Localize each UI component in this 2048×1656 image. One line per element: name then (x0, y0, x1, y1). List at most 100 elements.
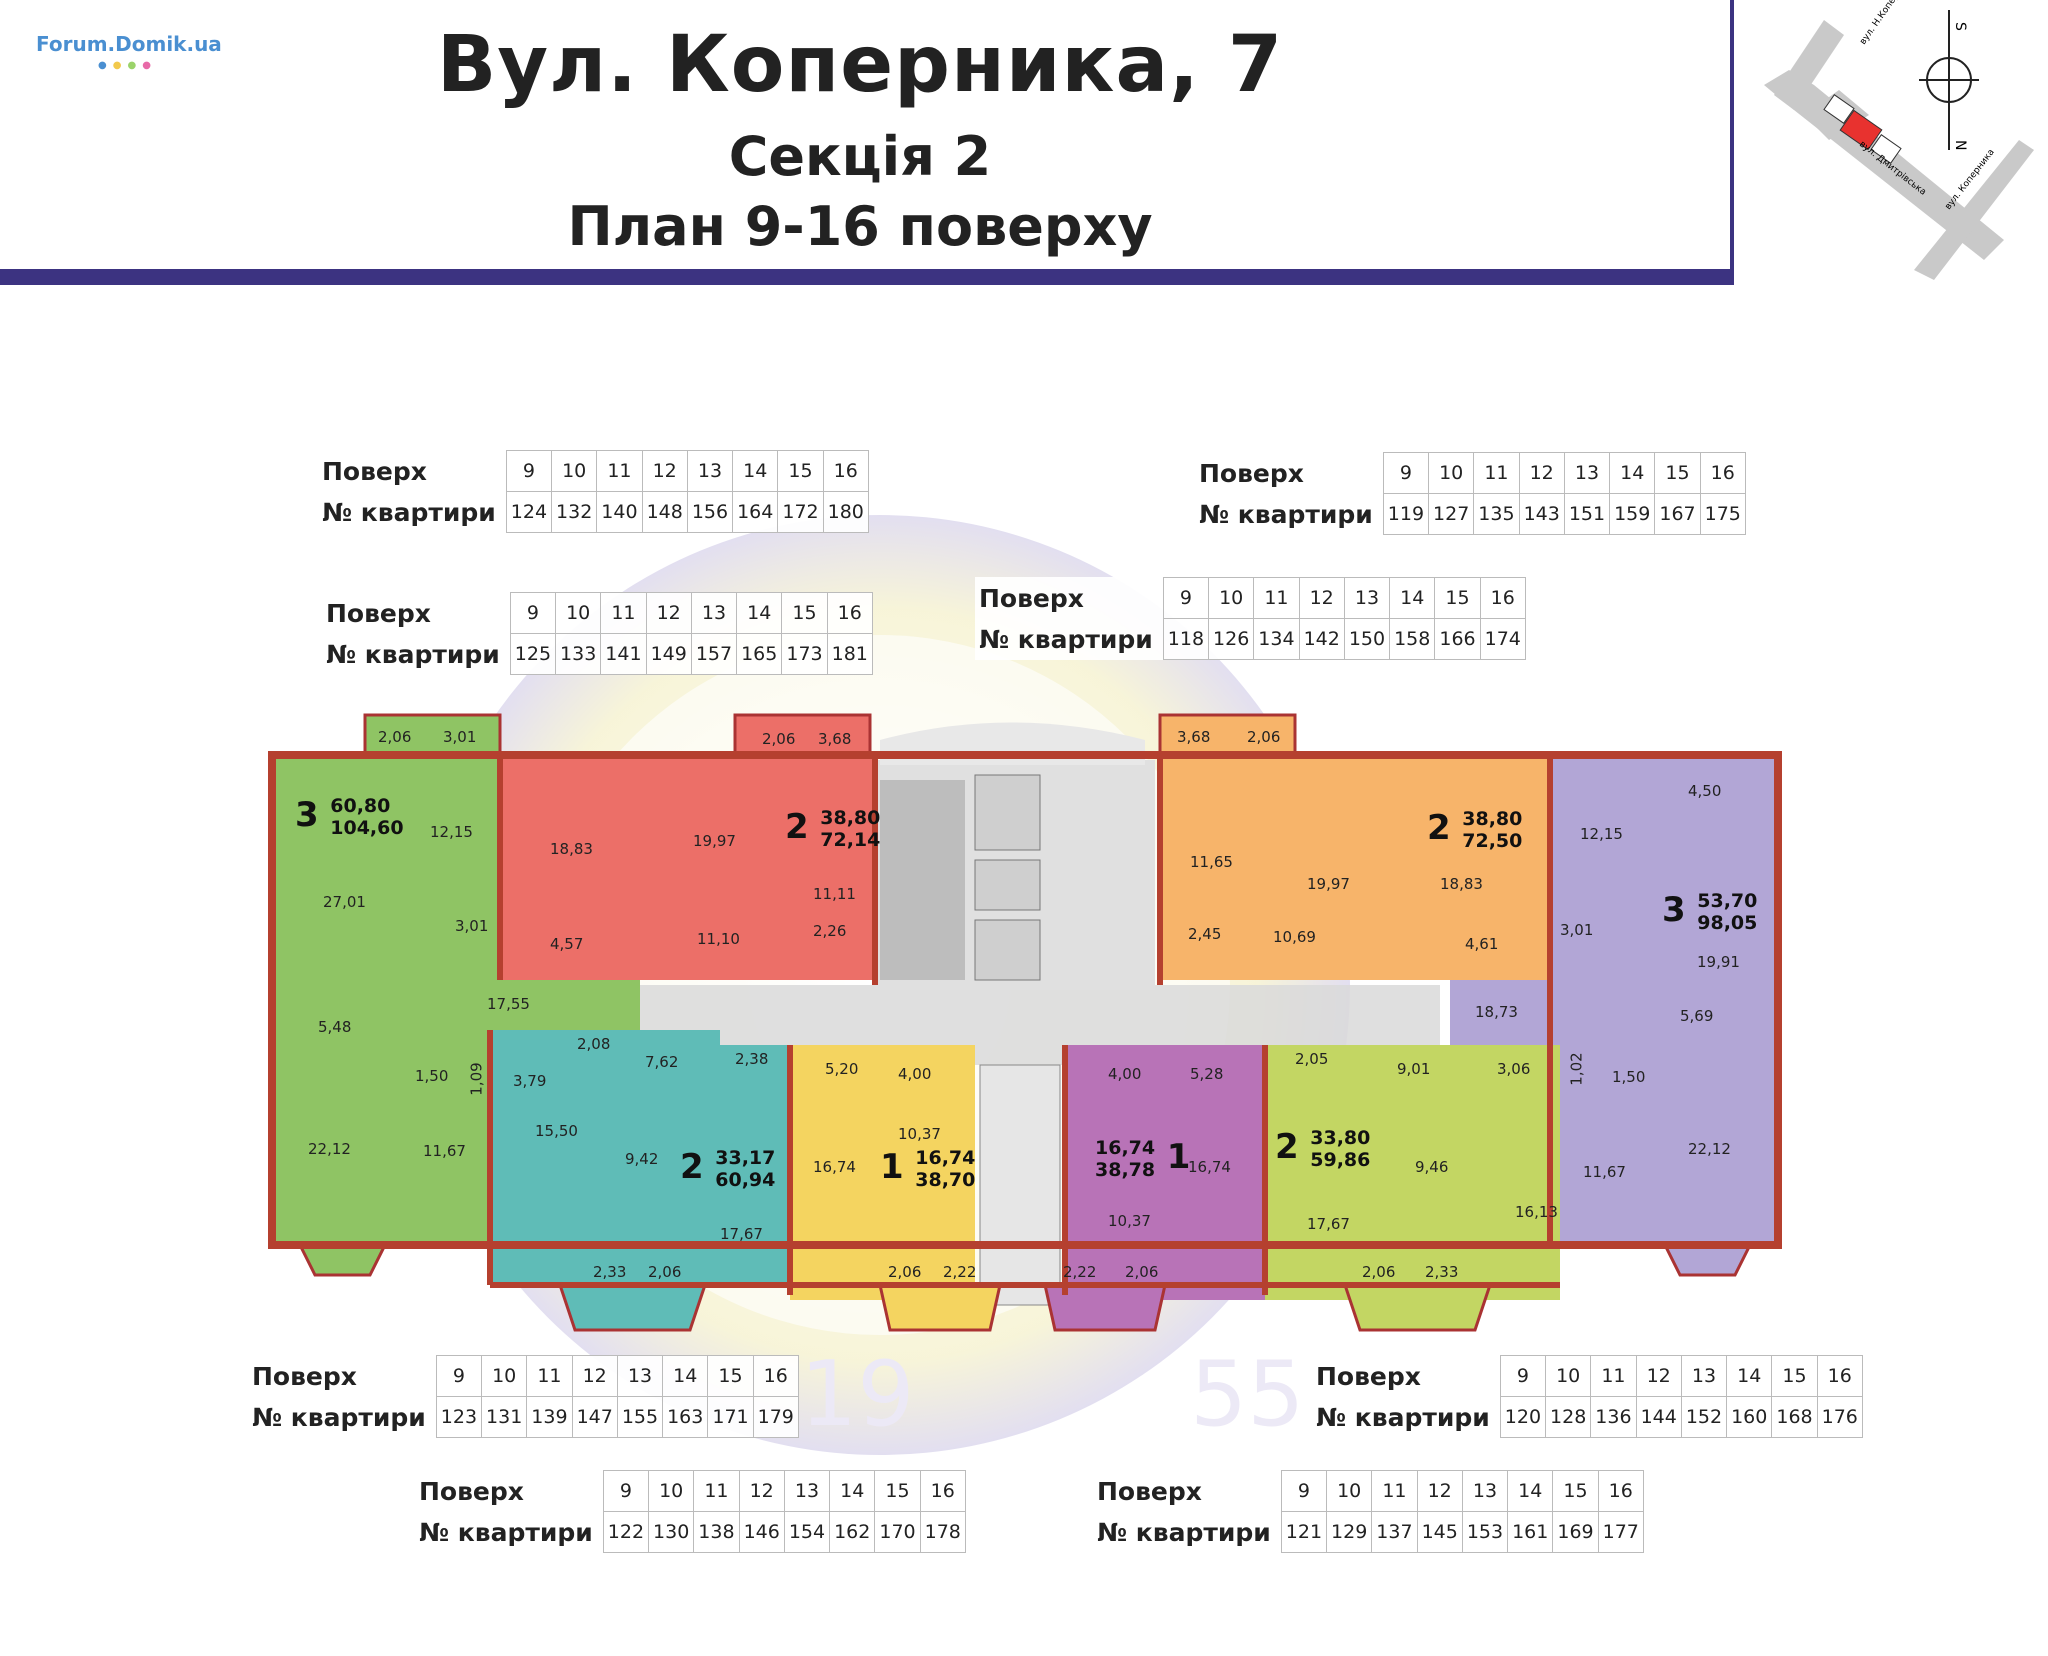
apartment-number-cell[interactable]: 133 (555, 633, 602, 675)
apartment-number-cell[interactable]: 146 (738, 1511, 785, 1553)
apartment-number-cell[interactable]: 150 (1343, 618, 1391, 660)
apartment-number-cell[interactable]: 148 (641, 491, 688, 533)
apartment-number-cell[interactable]: 179 (752, 1396, 799, 1438)
apartment-number-cell[interactable]: 135 (1473, 493, 1520, 535)
apartment-number-cell[interactable]: 123 (435, 1396, 483, 1438)
apartment-number-cell[interactable]: 170 (874, 1511, 921, 1553)
apartment-number-cell[interactable]: 139 (526, 1396, 573, 1438)
apartment-number-cell[interactable]: 151 (1563, 493, 1611, 535)
room-label: 2,05 (1295, 1050, 1329, 1068)
apt-2-lime-block[interactable] (1265, 1045, 1560, 1300)
apartment-number-cell[interactable]: 180 (822, 491, 869, 533)
apartment-number-cell[interactable]: 172 (777, 491, 824, 533)
watermark-year-b: 55 (1190, 1342, 1305, 1447)
site-logo[interactable]: Forum.Domik.ua (36, 32, 222, 56)
apartment-number-cell[interactable]: 178 (919, 1511, 966, 1553)
apartment-number-cell[interactable]: 137 (1371, 1511, 1418, 1553)
apartment-number-cell[interactable]: 163 (662, 1396, 709, 1438)
apartment-number-cell[interactable]: 122 (602, 1511, 650, 1553)
apartment-number-cell[interactable]: 155 (616, 1396, 664, 1438)
apartment-number-cell[interactable]: 157 (690, 633, 738, 675)
apartment-number-cell[interactable]: 142 (1298, 618, 1345, 660)
apartment-number-cell[interactable]: 165 (736, 633, 783, 675)
apartment-number-cell[interactable]: 118 (1162, 618, 1210, 660)
floor-cell: 9 (1382, 452, 1430, 494)
apt-1-yellow-block[interactable] (790, 1045, 975, 1300)
apartment-number-cell[interactable]: 144 (1635, 1396, 1682, 1438)
apartment-number-cell[interactable]: 156 (686, 491, 734, 533)
apt-summary-2-teal[interactable]: 2 33,17 60,94 (680, 1147, 775, 1191)
apartment-number-cell[interactable]: 134 (1253, 618, 1300, 660)
apartment-number-cell[interactable]: 132 (551, 491, 598, 533)
apartment-number-cell[interactable]: 140 (596, 491, 643, 533)
apt-1-purple-block[interactable] (1065, 1045, 1265, 1300)
apt-summary-1-purple[interactable]: 16,74 38,78 1 (1095, 1137, 1190, 1181)
floor-cell: 15 (777, 450, 824, 492)
apartment-number-cell[interactable]: 125 (509, 633, 557, 675)
apartment-number-cell[interactable]: 145 (1416, 1511, 1463, 1553)
apartment-number-cell[interactable]: 141 (600, 633, 647, 675)
room-label: 16,13 (1515, 1203, 1558, 1221)
apartment-number-cell[interactable]: 158 (1389, 618, 1436, 660)
apartment-number-cell[interactable]: 143 (1518, 493, 1565, 535)
apartment-number-cell[interactable]: 149 (645, 633, 692, 675)
apartment-number-cell[interactable]: 119 (1382, 493, 1430, 535)
apartment-number-cell[interactable]: 160 (1726, 1396, 1773, 1438)
room-label: 12,15 (430, 823, 473, 841)
apartment-number-cell[interactable]: 153 (1461, 1511, 1509, 1553)
apt-2-orange-block[interactable] (1160, 755, 1390, 980)
apt-summary-2-red[interactable]: 2 38,80 72,14 (785, 807, 880, 851)
room-label: 11,67 (423, 1142, 466, 1160)
location-map-drawing: S N вул. Н.Коперника вул. Дмитрівська ву… (1764, 0, 2034, 280)
apartment-number-cell[interactable]: 159 (1609, 493, 1656, 535)
apartment-number-cell[interactable]: 120 (1499, 1396, 1547, 1438)
apartment-number-cell[interactable]: 131 (481, 1396, 528, 1438)
apartment-number-cell[interactable]: 124 (505, 491, 553, 533)
apartment-number-cell[interactable]: 171 (707, 1396, 754, 1438)
apartment-number-cell[interactable]: 181 (826, 633, 873, 675)
apartment-number-cell[interactable]: 168 (1771, 1396, 1818, 1438)
apartment-number-cell[interactable]: 176 (1816, 1396, 1863, 1438)
apartment-number-cell[interactable]: 175 (1699, 493, 1746, 535)
apt-summary-3-right[interactable]: 3 53,70 98,05 (1662, 890, 1757, 934)
apt-summary-1-yellow[interactable]: 1 16,74 38,70 (880, 1147, 975, 1191)
apt-2-red-block[interactable] (500, 755, 650, 980)
apt-summary-3-left[interactable]: 3 60,80 104,60 (295, 795, 404, 839)
apartment-number-cell[interactable]: 167 (1654, 493, 1701, 535)
apt-3-left-block[interactable] (275, 755, 500, 1245)
apartment-number-cell[interactable]: 138 (693, 1511, 740, 1553)
apartment-number-cell[interactable]: 126 (1208, 618, 1255, 660)
apartment-number-cell[interactable]: 177 (1597, 1511, 1644, 1553)
apartment-number-cell[interactable]: 166 (1434, 618, 1481, 660)
apartment-number-cell[interactable]: 154 (783, 1511, 831, 1553)
room-label: 2,06 (1125, 1263, 1159, 1281)
apartment-number-cell[interactable]: 127 (1428, 493, 1475, 535)
apartment-number-cell[interactable]: 161 (1507, 1511, 1554, 1553)
apartment-number-cell[interactable]: 128 (1545, 1396, 1592, 1438)
room-label: 4,61 (1465, 935, 1499, 953)
apartment-number-cell[interactable]: 173 (781, 633, 828, 675)
apartment-number-cell[interactable]: 130 (648, 1511, 695, 1553)
apartment-number-cell[interactable]: 147 (571, 1396, 618, 1438)
apt-total-area: 38,78 (1095, 1159, 1156, 1181)
apartment-number-cell[interactable]: 121 (1280, 1511, 1328, 1553)
floor-cell: 9 (435, 1355, 483, 1397)
apartment-number-cell[interactable]: 162 (829, 1511, 876, 1553)
floor-cell: 10 (1545, 1355, 1592, 1397)
apartment-number-cell[interactable]: 136 (1590, 1396, 1637, 1438)
room-label: 22,12 (1688, 1140, 1731, 1158)
apartment-number-cell[interactable]: 164 (732, 491, 779, 533)
room-label: 10,37 (898, 1125, 941, 1143)
apt-living-area: 33,17 (715, 1147, 776, 1169)
apartment-number-cell[interactable]: 174 (1479, 618, 1526, 660)
apt-summary-2-orange[interactable]: 2 38,80 72,50 (1427, 808, 1522, 852)
apartment-number-cell[interactable]: 129 (1326, 1511, 1373, 1553)
apt-room-count: 3 (295, 795, 319, 835)
apartment-number-cell[interactable]: 152 (1680, 1396, 1728, 1438)
apartment-number-cell[interactable]: 169 (1552, 1511, 1599, 1553)
apt-summary-2-lime[interactable]: 2 33,80 59,86 (1275, 1127, 1370, 1171)
